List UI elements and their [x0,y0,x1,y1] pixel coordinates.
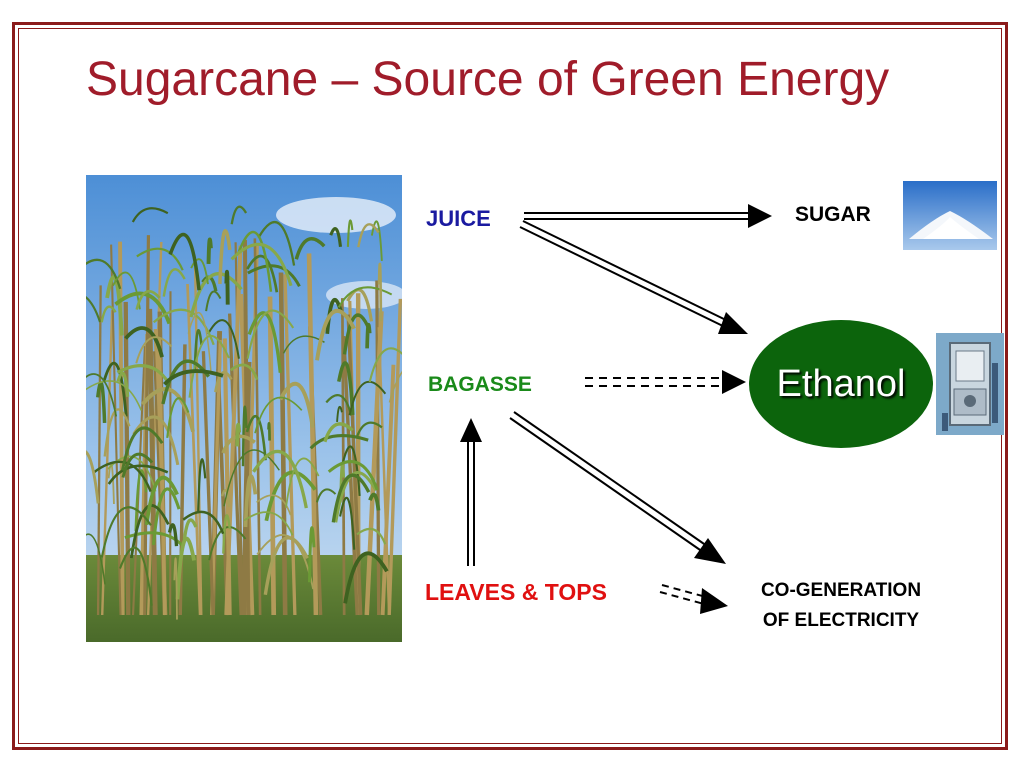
slide-border-outer [12,22,1008,750]
arrow-juice-to-sugar [524,204,772,228]
cogeneration-line-2: OF ELECTRICITY [762,610,920,631]
arrow-bagasse-to-cogeneration [509,411,726,564]
bagasse-label: BAGASSE [428,373,532,396]
sugar-pile-image [903,181,997,250]
arrow-leaves-to-cogeneration [659,584,728,614]
sugarcane-photo [86,175,402,642]
ethanol-equipment-image [936,333,1004,435]
ethanol-node: Ethanol [749,320,933,448]
ethanol-label: Ethanol [776,362,906,405]
arrow-bagasse-to-ethanol [585,370,746,394]
cogeneration-line-1: CO-GENERATION [760,580,922,601]
arrow-leaves-to-bagasse [460,418,482,566]
arrow-juice-to-ethanol [519,220,748,334]
sugar-label: SUGAR [795,203,871,226]
juice-label: JUICE [426,206,491,231]
slide-title: Sugarcane – Source of Green Energy [86,53,890,106]
leaves-tops-label: LEAVES & TOPS [425,579,607,605]
cogeneration-label: CO-GENERATION OF ELECTRICITY [728,576,954,636]
